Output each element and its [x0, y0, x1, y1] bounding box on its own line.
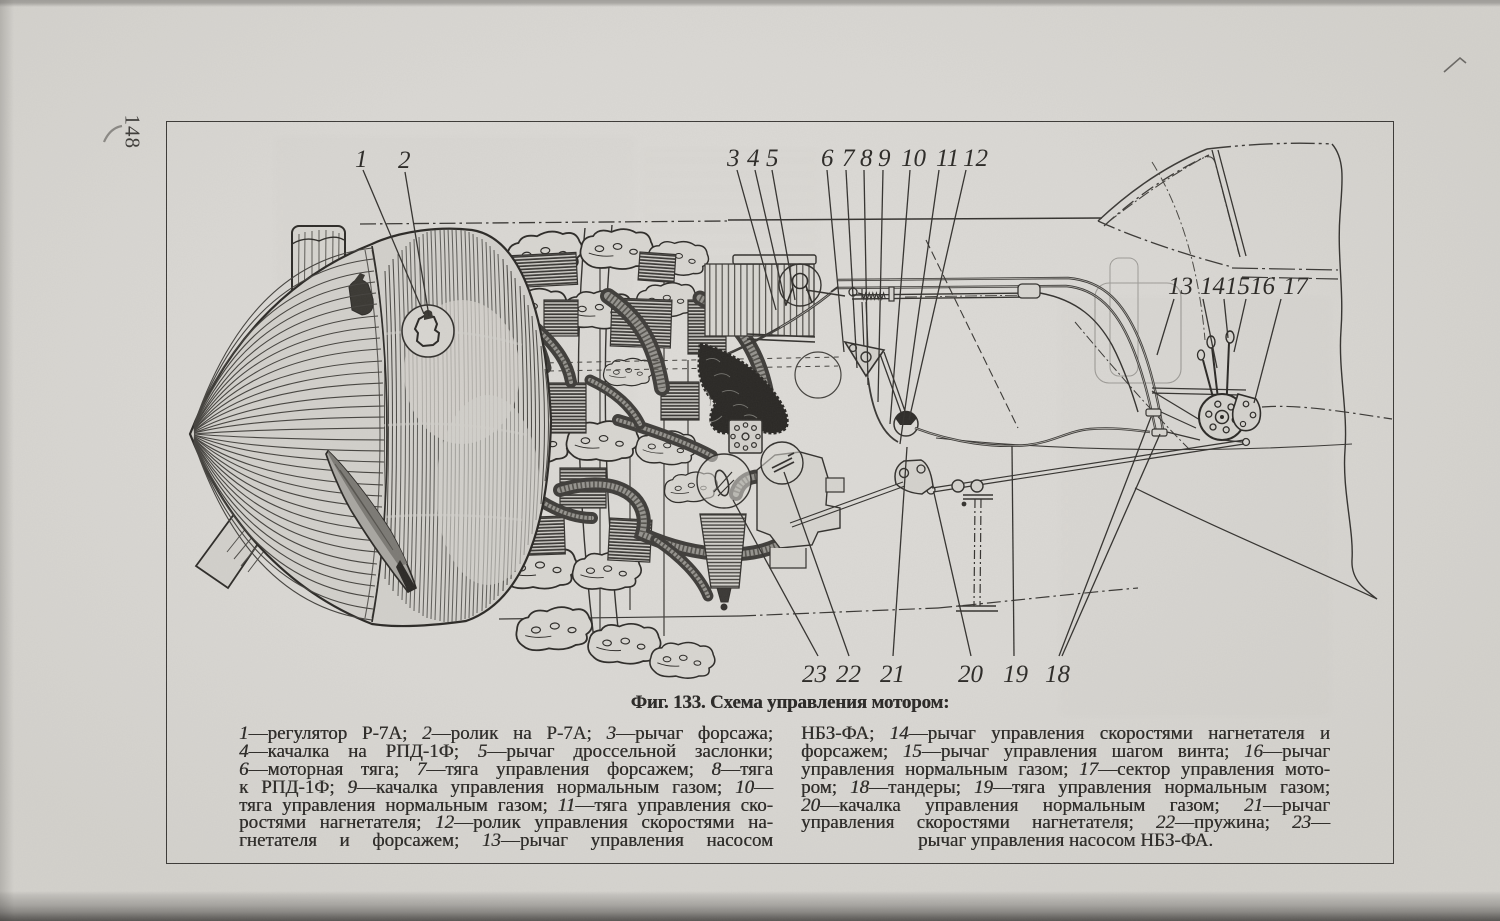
svg-text:6: 6 — [821, 145, 834, 172]
svg-text:4: 4 — [747, 145, 760, 172]
svg-text:9: 9 — [878, 145, 891, 172]
svg-text:23: 23 — [802, 661, 827, 688]
svg-text:20: 20 — [958, 661, 984, 688]
svg-text:13: 13 — [1168, 273, 1193, 300]
svg-text:14: 14 — [1200, 273, 1225, 300]
svg-text:8: 8 — [860, 145, 873, 172]
svg-text:1: 1 — [355, 146, 368, 173]
svg-text:5: 5 — [766, 145, 779, 172]
svg-text:15: 15 — [1225, 273, 1250, 300]
svg-text:22: 22 — [836, 661, 861, 688]
svg-text:11: 11 — [936, 145, 959, 172]
svg-text:21: 21 — [880, 661, 905, 688]
svg-text:19: 19 — [1003, 661, 1029, 688]
svg-text:7: 7 — [842, 145, 856, 172]
svg-text:12: 12 — [963, 145, 988, 172]
svg-text:10: 10 — [901, 145, 927, 172]
svg-text:16: 16 — [1250, 273, 1276, 300]
svg-text:17: 17 — [1283, 273, 1310, 300]
svg-text:3: 3 — [726, 145, 740, 172]
svg-text:18: 18 — [1045, 661, 1071, 688]
svg-text:2: 2 — [398, 147, 411, 174]
